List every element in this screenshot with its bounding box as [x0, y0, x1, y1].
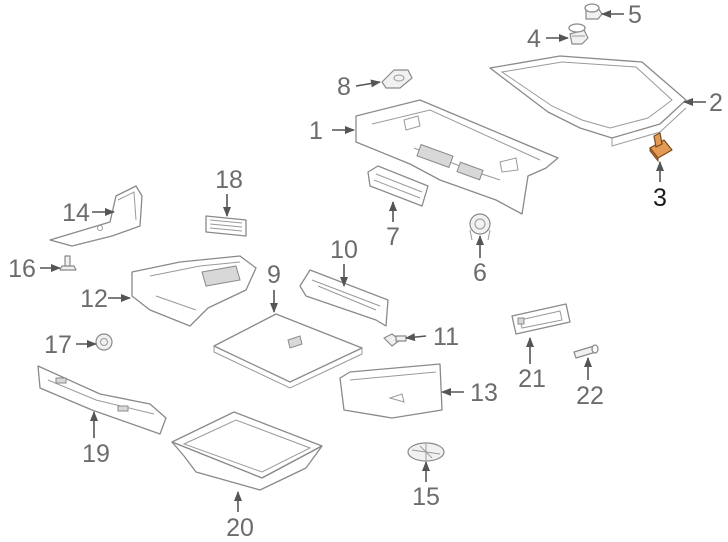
leader-lines	[40, 10, 706, 512]
part-19-trim[interactable]	[37, 365, 167, 435]
part-10-sill-trim[interactable]	[299, 269, 389, 327]
part-2-package-tray[interactable]	[489, 55, 687, 147]
part-21-vent-bracket[interactable]	[511, 303, 571, 335]
part-9-floor-panel[interactable]	[213, 313, 363, 389]
callout-7[interactable]: 7	[386, 223, 400, 251]
callout-labels: 1 2 3 4 5 6 7 8 9 10 11 12 13 14 15 16 1…	[8, 1, 723, 542]
leader-8	[355, 79, 381, 88]
leader-11	[405, 333, 427, 342]
part-8-cover[interactable]	[381, 69, 413, 89]
callout-20[interactable]: 20	[226, 514, 254, 542]
callout-5[interactable]: 5	[628, 1, 642, 29]
part-7-sill-plate[interactable]	[367, 165, 429, 207]
part-13-side-trim[interactable]	[339, 363, 443, 419]
part-11-bolt[interactable]	[383, 333, 407, 347]
callout-3[interactable]: 3	[653, 184, 667, 212]
callout-11[interactable]: 11	[433, 323, 459, 351]
part-4-retainer[interactable]	[568, 23, 589, 45]
callout-14[interactable]: 14	[62, 199, 90, 227]
callout-18[interactable]: 18	[215, 166, 243, 194]
callout-2[interactable]: 2	[709, 89, 723, 117]
callout-19[interactable]: 19	[82, 440, 110, 468]
callout-4[interactable]: 4	[527, 25, 541, 53]
callout-1[interactable]: 1	[309, 117, 323, 145]
callout-10[interactable]: 10	[330, 236, 358, 264]
part-1-rear-trim[interactable]	[355, 99, 559, 215]
part-3-bracket[interactable]	[649, 132, 673, 163]
part-20-trunk-tray[interactable]	[171, 411, 323, 491]
part-5-clip[interactable]	[584, 3, 603, 20]
part-6-grommet[interactable]	[469, 213, 491, 241]
callout-8[interactable]: 8	[337, 73, 351, 101]
callout-9[interactable]: 9	[267, 261, 281, 289]
callout-13[interactable]: 13	[470, 379, 498, 407]
part-12-side-trim[interactable]	[131, 255, 257, 327]
callout-16[interactable]: 16	[8, 255, 36, 283]
callout-21[interactable]: 21	[518, 365, 546, 393]
callout-22[interactable]: 22	[576, 382, 604, 410]
callout-6[interactable]: 6	[473, 259, 487, 287]
part-16-push-pin[interactable]	[59, 255, 77, 271]
part-17-clip[interactable]	[95, 333, 113, 351]
part-22-pin[interactable]	[573, 344, 599, 359]
part-15-cap[interactable]	[407, 442, 445, 462]
callout-17[interactable]: 17	[44, 331, 72, 359]
part-18-pad[interactable]	[205, 215, 247, 237]
callout-15[interactable]: 15	[412, 483, 440, 511]
callout-12[interactable]: 12	[80, 285, 108, 313]
